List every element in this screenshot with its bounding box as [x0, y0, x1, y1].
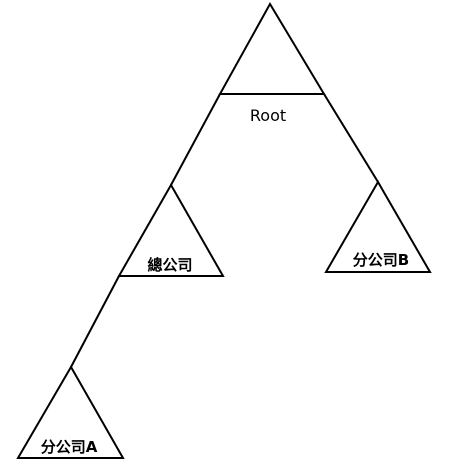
branch-b-triangle [324, 180, 432, 273]
root-triangle [218, 2, 326, 95]
edge-head-office-to-branch-a [70, 275, 120, 368]
head-office-label: 總公司 [147, 256, 192, 274]
head-office-triangle [117, 182, 225, 277]
node-head-office: 總公司 [117, 182, 225, 277]
node-branch-b: 分公司B [324, 180, 432, 273]
node-branch-a: 分公司A [16, 364, 125, 459]
branch-b-label: 分公司B [353, 251, 409, 269]
branch-a-label: 分公司A [41, 438, 98, 456]
node-root: Root [218, 2, 326, 125]
edge-root-to-branch-b [323, 93, 379, 183]
edge-root-to-head-office [170, 93, 221, 186]
branch-a-triangle [16, 364, 125, 459]
root-label: Root [250, 106, 286, 125]
